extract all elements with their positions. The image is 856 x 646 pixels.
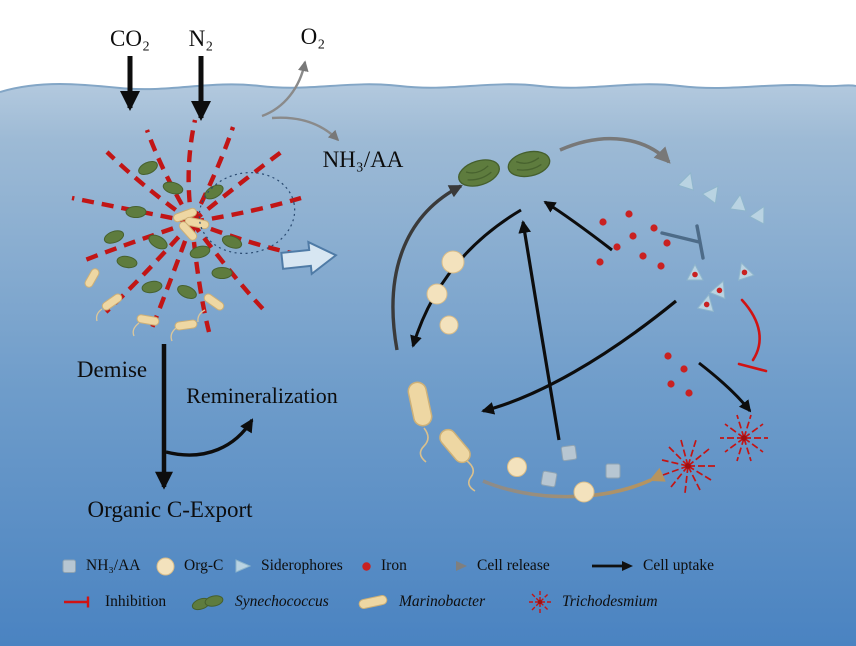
trichodesmium-icon xyxy=(529,591,551,613)
colony-marinobacter-cells xyxy=(84,268,225,342)
flagella xyxy=(95,308,206,342)
gas-exchange: CO₂ N₂ O₂ NH₃/AA xyxy=(110,24,404,172)
legend-item-siderophores: Siderophores xyxy=(234,553,343,579)
marinobacter-icon xyxy=(358,595,388,609)
legend-item-trichodesmium: Trichodesmium xyxy=(527,589,658,615)
legend-item-cell-uptake: Cell uptake xyxy=(590,553,714,579)
nh3aa-square-icon xyxy=(62,559,76,573)
org-c-particles xyxy=(426,250,595,503)
ocean-water xyxy=(0,84,856,646)
legend-item-marinobacter: Marinobacter xyxy=(356,589,485,615)
colony-center-rods xyxy=(172,207,210,241)
legend-label: Inhibition xyxy=(105,593,167,610)
siderophores-free xyxy=(677,171,765,225)
n2-label: N₂ xyxy=(189,26,214,51)
siderophore-tbar xyxy=(660,224,705,260)
zoom-block-arrow xyxy=(280,240,338,276)
legend-item-cell-release: Cell release xyxy=(424,553,550,579)
legend-item-inhibition: Inhibition xyxy=(62,589,166,615)
colony-synechococcus-cells xyxy=(103,160,243,300)
iron-to-trichodesmium-arrow xyxy=(698,361,752,413)
nh3-release-arrow xyxy=(271,116,340,142)
legend-item-orgc: Org-C xyxy=(156,553,223,579)
legend-label: Synechococcus xyxy=(235,593,329,610)
legend-label: NH₃/AA xyxy=(86,557,141,574)
iron-to-synechococcus-arrow xyxy=(543,200,613,252)
iron-dots-upper xyxy=(596,210,671,270)
org-c-circle-icon xyxy=(156,557,175,575)
legend-label: Marinobacter xyxy=(399,593,486,610)
nh3aa-particles xyxy=(540,444,621,488)
cycle-synechococcus-cells xyxy=(458,150,551,187)
legend-item-nh3aa: NH₃/AA xyxy=(62,553,141,579)
o2-label: O₂ xyxy=(301,24,326,49)
demise-label: Demise xyxy=(77,357,147,382)
center-uptake-arrow xyxy=(518,220,561,441)
cell-release-arrow-icon xyxy=(426,561,467,571)
legend-label: Org-C xyxy=(184,557,224,574)
trichodesmium-colony xyxy=(71,119,338,342)
legend-label: Trichodesmium xyxy=(562,593,658,610)
iron-dots-lower xyxy=(664,352,693,397)
legend-item-synechococcus: Synechococcus xyxy=(190,589,329,615)
legend-label: Siderophores xyxy=(261,557,343,574)
marinobacter-to-synechococcus-arrow xyxy=(391,184,463,351)
co2-label: CO₂ xyxy=(110,26,150,51)
remineralization-label: Remineralization xyxy=(186,383,338,408)
siderophore-triangle-icon xyxy=(235,559,252,573)
inhibition-line xyxy=(737,298,768,373)
inhibition-tbar-icon xyxy=(64,596,90,608)
trichodesmium-release-arrow xyxy=(482,467,666,499)
legend-item-iron: Iron xyxy=(361,553,407,579)
interaction-cycle xyxy=(391,136,768,503)
legend-label: Cell release xyxy=(477,557,550,574)
zoom-dotted-circle xyxy=(198,172,296,254)
demise-export: Demise Remineralization Organic C-Export xyxy=(77,344,338,522)
cell-uptake-arrow-icon xyxy=(592,561,633,571)
flagellum xyxy=(419,427,429,463)
remineralization-arrow xyxy=(165,418,254,457)
legend-label: Cell uptake xyxy=(643,557,715,574)
trichodesmium-tufts xyxy=(661,414,768,494)
siderophores-with-iron xyxy=(686,261,755,313)
organic-c-export-label: Organic C-Export xyxy=(87,497,253,522)
siderophore-iron-uptake-arrow xyxy=(481,299,678,415)
synechococcus-release-arrow xyxy=(559,136,671,164)
cycle-marinobacter-cells xyxy=(407,381,476,492)
flagellum xyxy=(466,460,476,492)
nh3aa-label: NH₃/AA xyxy=(323,147,404,172)
iron-dot-icon xyxy=(362,561,371,571)
legend-label: Iron xyxy=(381,557,407,574)
synechococcus-icon xyxy=(191,595,224,611)
o2-release-arrow xyxy=(261,60,309,118)
